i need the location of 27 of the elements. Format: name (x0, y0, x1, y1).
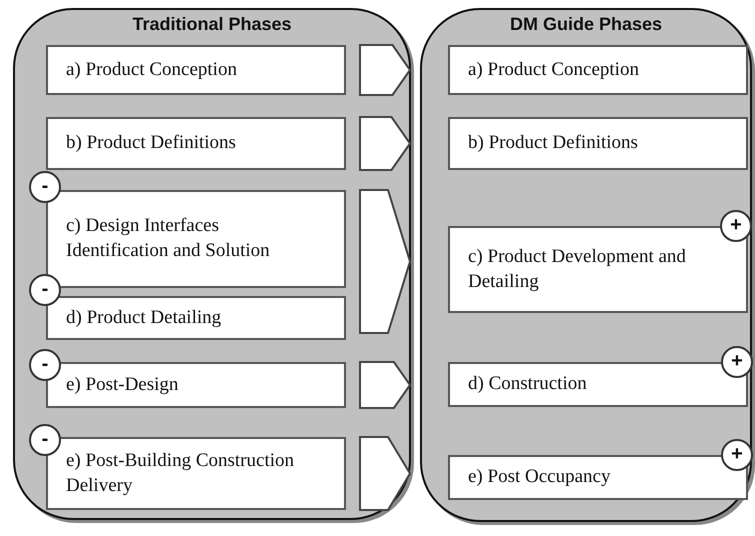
phase-panel (420, 8, 752, 522)
phase-label: d) Construction (468, 372, 587, 396)
panel-heading: Traditional Phases (131, 14, 293, 35)
phase-panel (13, 8, 411, 520)
phase-label: e) Post-Design (66, 372, 178, 397)
panel-heading: DM Guide Phases (508, 14, 664, 35)
phase-box (46, 45, 346, 95)
phase-label: a) Product Conception (66, 58, 237, 82)
phase-box (46, 296, 346, 340)
phase-label: e) Post Occupancy (468, 465, 610, 490)
phase-box (46, 437, 346, 510)
chevron-arrow (359, 44, 412, 96)
phase-box (46, 190, 346, 288)
phase-label: e) Post-Building Construction Delivery (66, 448, 295, 498)
chevron-arrow (359, 436, 412, 511)
phase-box (448, 45, 748, 95)
chevron-arrow (359, 116, 412, 171)
phase-label: c) Product Development and Detailing (468, 244, 687, 294)
phase-box (448, 117, 748, 170)
chevron-arrow (359, 189, 412, 334)
phase-label: b) Product Definitions (468, 131, 638, 156)
phase-label: d) Product Detailing (66, 306, 222, 330)
phase-label: a) Product Conception (468, 58, 639, 82)
phase-box (46, 117, 346, 170)
phase-label: c) Design Interfaces Identification and Solution (66, 214, 271, 263)
phase-label: b) Product Definitions (66, 131, 236, 156)
phase-box (46, 362, 346, 408)
